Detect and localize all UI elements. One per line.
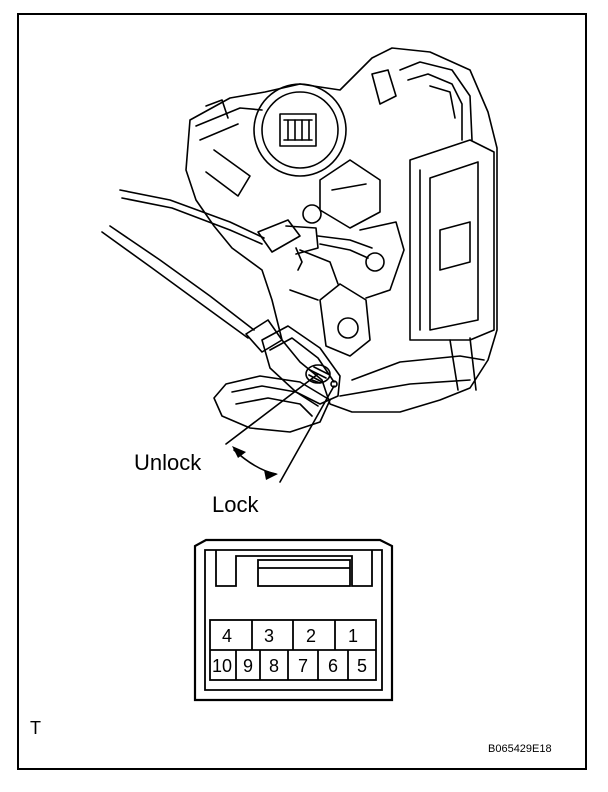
lock-arrow-icon: [264, 470, 278, 480]
pin-3-label: 3: [264, 626, 274, 646]
pin-8-label: 8: [269, 656, 279, 676]
pin-10-label: 10: [212, 656, 232, 676]
pin-1-label: 1: [348, 626, 358, 646]
switch-knob: [305, 364, 338, 388]
lock-lever: [213, 325, 341, 433]
unlock-arrow-icon: [232, 446, 246, 458]
pin-9-label: 9: [243, 656, 253, 676]
pin-7-label: 7: [298, 656, 308, 676]
pin-4-label: 4: [222, 626, 232, 646]
corner-mark: T: [30, 718, 41, 738]
unlock-label: Unlock: [134, 450, 202, 475]
cable-lower: [101, 225, 255, 339]
pin-5-label: 5: [357, 656, 367, 676]
diagram-frame: [17, 13, 587, 770]
door-lock-assembly: [185, 47, 498, 413]
figure-code: B065429E18: [488, 743, 552, 755]
connector-face: [193, 538, 394, 702]
pin-6-label: 6: [328, 656, 338, 676]
lock-label: Lock: [212, 492, 259, 517]
cable-upper: [119, 189, 265, 245]
pin-2-label: 2: [306, 626, 316, 646]
